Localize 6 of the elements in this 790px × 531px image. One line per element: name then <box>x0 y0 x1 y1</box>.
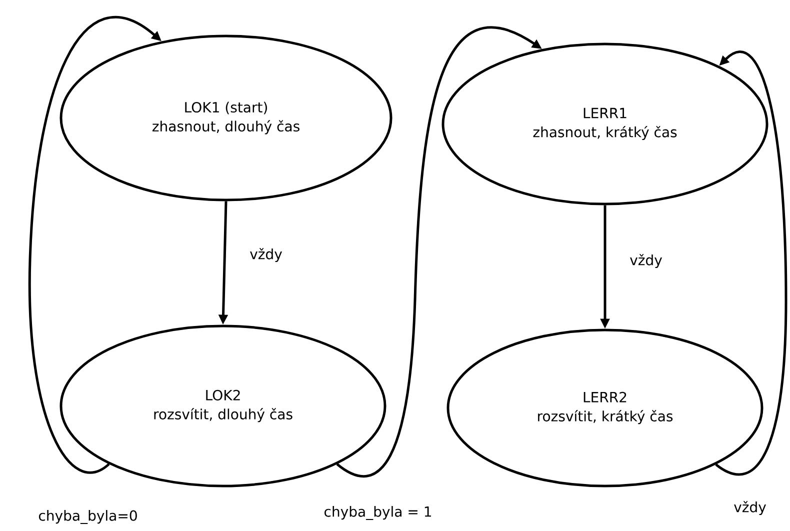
edge-label: chyba_byla = 1 <box>322 505 434 521</box>
arrow <box>715 51 788 476</box>
edge-label: vždy <box>248 246 284 264</box>
edge-label: vždy <box>628 252 664 270</box>
edge-label: vždy <box>732 500 768 516</box>
edge-label: chyba_byla=0 <box>37 509 139 525</box>
